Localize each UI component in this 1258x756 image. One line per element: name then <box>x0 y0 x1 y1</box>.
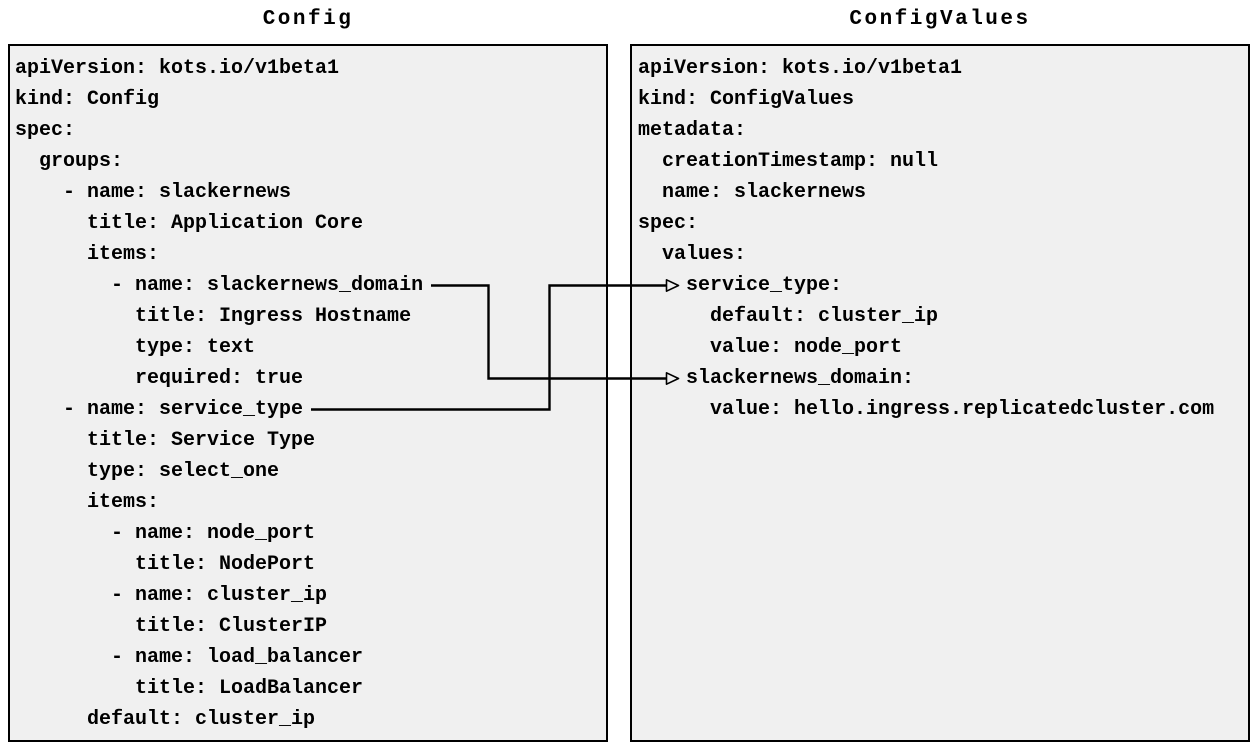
configvalues-yaml-code: apiVersion: kots.io/v1beta1 kind: Config… <box>638 57 1215 421</box>
configvalues-panel-title: ConfigValues <box>849 8 1031 31</box>
config-yaml-code: apiVersion: kots.io/v1beta1 kind: Config… <box>15 57 424 731</box>
configvalues-yaml-panel: apiVersion: kots.io/v1beta1 kind: Config… <box>630 44 1250 742</box>
config-panel-title: Config <box>262 8 354 31</box>
config-yaml-panel: apiVersion: kots.io/v1beta1 kind: Config… <box>8 44 608 742</box>
